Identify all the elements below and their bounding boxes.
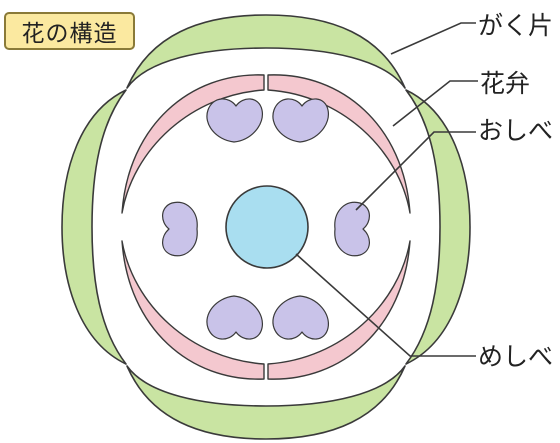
label-pistil: めしべ (478, 342, 554, 371)
label-stamen: おしべ (478, 116, 554, 145)
stamen-top-right (272, 98, 329, 143)
label-petal: 花弁 (480, 69, 531, 98)
stamen-top-left (206, 98, 263, 143)
leader-line-sepal (390, 22, 476, 55)
stamen-bottom-left (206, 295, 263, 340)
sepal-bottom (126, 365, 406, 440)
pistil (225, 185, 309, 269)
leader-line-pistil (295, 253, 476, 357)
petal-bottom-right (267, 240, 411, 380)
diagram-title: 花の構造 (21, 21, 118, 47)
stamen-left (162, 201, 198, 257)
petal-bottom-left (121, 240, 265, 380)
sepal-left (61, 89, 127, 365)
stamen-right (334, 201, 370, 257)
sepal-top (126, 14, 406, 89)
petal-top-left (121, 74, 265, 214)
stamens (162, 98, 370, 340)
leader-lines (295, 22, 478, 357)
leader-line-stamen (355, 131, 476, 211)
title-box: 花の構造 (4, 12, 135, 50)
petals (121, 74, 411, 380)
sepal-right (405, 89, 471, 365)
stamen-bottom-right (272, 295, 329, 340)
sepals (61, 14, 471, 440)
label-sepal: がく片 (478, 11, 554, 40)
leader-line-petal (392, 80, 478, 127)
